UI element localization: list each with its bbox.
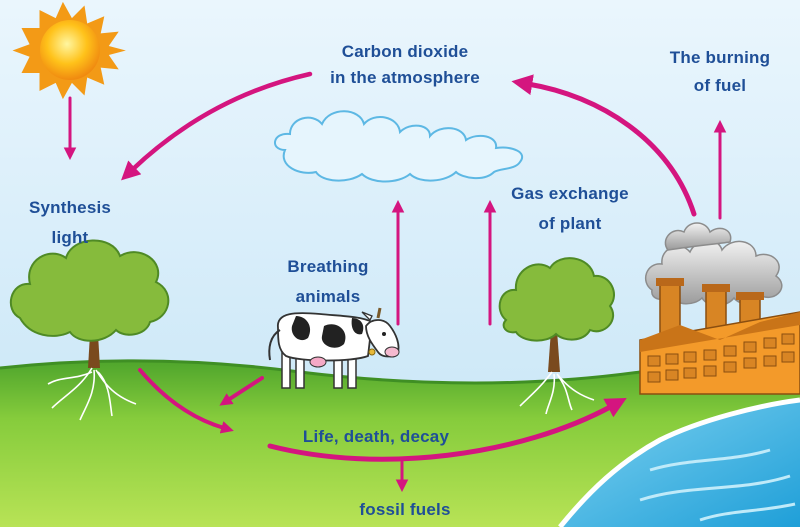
label-gas-exchange: Gas exchange of plant [500,184,640,233]
arrow-decay-to-factory [267,397,627,462]
label-breathing-line1: Breathing [287,257,369,276]
label-synthesis-line1: Synthesis [28,198,112,217]
arrow-tree-to-decay [138,368,234,434]
tree-icon [10,239,170,421]
label-carbon-dioxide-line1: Carbon dioxide [341,42,469,61]
label-gas-line1: Gas exchange [511,184,629,203]
water-icon [558,397,800,527]
label-burning-of-fuel: The burning of fuel [650,48,790,95]
label-gas-line2: of plant [538,213,602,233]
label-carbon-dioxide: Carbon dioxide in the atmosphere [300,42,510,87]
sun-icon [12,1,126,100]
label-breathing-animals: Breathing animals [268,257,388,306]
arrow-atmosphere-to-synthesis [121,71,313,181]
arrow-group [63,71,727,493]
label-burning-line1: The burning [669,48,771,67]
arrow-cow-to-decay [219,376,264,406]
label-burning-line2: of fuel [693,75,747,95]
cloud-icon [274,110,523,183]
label-fossil-fuels: fossil fuels [359,500,451,519]
label-life-death-decay: Life, death, decay [302,427,450,446]
label-synthesis-light: Synthesis light [20,198,120,247]
factory-icon [639,278,800,395]
cow-icon [268,307,400,389]
tree-icon [498,257,615,415]
label-carbon-dioxide-line2: in the atmosphere [330,67,480,87]
arrow-burning-to-atmosphere [511,74,697,217]
label-synthesis-line2: light [51,227,89,247]
label-breathing-line2: animals [295,286,361,306]
